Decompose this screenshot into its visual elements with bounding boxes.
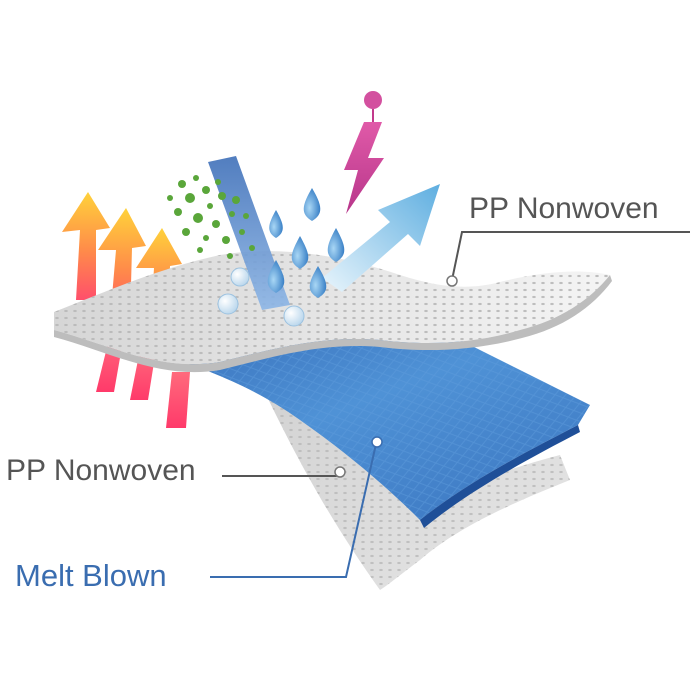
label-top-pp-nonwoven: PP Nonwoven — [469, 192, 659, 225]
label-middle-pp-nonwoven: PP Nonwoven — [6, 454, 196, 487]
leader-line-melt — [210, 443, 377, 578]
melt-blown-layer — [54, 312, 590, 528]
leader-dot-top — [446, 275, 458, 287]
lightning-icon — [344, 91, 384, 214]
water-drops-icon — [267, 188, 345, 298]
top-nonwoven-layer — [54, 251, 612, 373]
air-bubbles-icon — [217, 267, 305, 327]
airflow-arrow-icon — [322, 184, 440, 292]
leader-dot-middle — [334, 466, 346, 478]
leader-line-top — [451, 231, 690, 281]
incoming-air-strip-icon — [208, 156, 290, 310]
bacteria-particles-icon — [167, 175, 255, 259]
label-melt-blown: Melt Blown — [15, 558, 167, 593]
leader-dot-melt — [371, 436, 383, 448]
